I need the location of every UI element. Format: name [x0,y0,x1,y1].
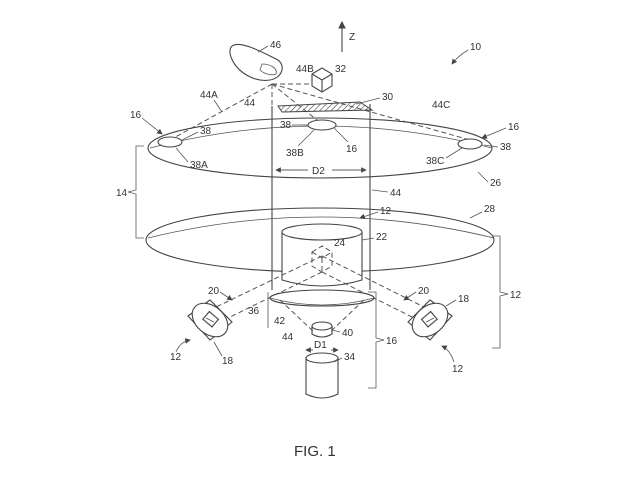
label-16-right: 16 [508,122,520,133]
label-12-right: 12 [510,290,522,301]
label-20-right: 20 [418,286,430,297]
label-44-top: 44 [244,98,256,109]
label-38B: 38B [286,148,304,159]
label-44A: 44A [200,90,218,101]
leader-46 [257,45,269,53]
leader-28 [469,211,483,219]
label-D2: D2 [312,166,325,177]
label-38A: 38A [190,160,208,171]
leader-38C [445,147,463,159]
aperture-40 [311,321,333,338]
label-16-center: 16 [346,144,358,155]
leader-38-left [181,131,199,141]
leader-18-left [213,341,223,357]
reflector-18-right [407,299,453,341]
label-40: 40 [342,328,354,339]
label-42: 42 [274,316,286,327]
label-20-left: 20 [208,286,220,297]
leader-16-center [333,127,349,143]
label-38-right: 38 [500,142,512,153]
label-16-left: 16 [130,110,142,121]
label-46: 46 [270,40,282,51]
light-path-44 [271,83,323,125]
arrow-20-right [403,291,417,301]
dimension-D2-gap [308,163,332,176]
sensor-38-left [157,136,183,148]
leader-34 [333,357,343,363]
leader-22 [361,237,375,241]
label-12-left: 12 [170,352,182,363]
light-path-44C [271,83,471,141]
label-32: 32 [335,64,347,75]
sensor-38-center [307,119,337,131]
arrow-20-left [219,291,233,301]
label-38-center: 38 [280,120,292,131]
fingernail [259,63,277,76]
camera-34 [305,352,339,399]
real-object-24 [311,245,333,273]
label-30: 30 [382,92,394,103]
label-16-low: 16 [386,336,398,347]
label-44-low: 44 [282,332,294,343]
leader-38A [175,147,189,163]
leader-38B [297,129,315,147]
bracket-12-right [492,235,509,349]
label-36: 36 [248,306,260,317]
arrow-16-right [481,127,507,139]
label-28: 28 [484,204,496,215]
leader-38-right [483,144,499,148]
leader-18-right-top [445,299,457,307]
leader-40 [331,329,341,333]
beam-right-lower [321,271,419,321]
leader-44-mid [371,189,389,193]
reflector-18-left [187,299,233,341]
label-22: 22 [376,232,388,243]
label-18-right-top: 18 [458,294,470,305]
arrow-12-bottom-right [441,345,455,363]
label-12-top: 12 [380,206,392,217]
leader-44A [213,99,223,113]
label-D1: D1 [314,340,327,351]
display-cylinder-22 [281,223,363,287]
leader-26 [477,171,489,183]
arrow-12-left [175,338,191,353]
label-18-left: 18 [222,356,234,367]
lower-lens-28-rim [147,216,495,239]
sensor-38-right [457,138,483,150]
image-plane-30 [277,101,374,113]
light-path-44A [169,83,273,141]
bracket-16-low [368,291,385,389]
bracket-14 [127,145,144,239]
label-44C: 44C [432,100,450,111]
dimension-D1-gap [313,340,331,352]
arrow-12-top [359,211,379,220]
lens-42 [269,289,375,307]
label-10: 10 [470,42,482,53]
label-12-bottom-right: 12 [452,364,464,375]
label-38-left: 38 [200,126,212,137]
arrow-16-left [141,117,163,135]
label-44B: 44B [296,64,314,75]
label-24: 24 [334,238,346,249]
beam-left-lower [223,271,323,321]
label-44-mid: 44 [390,188,402,199]
figure-caption: FIG. 1 [294,443,336,460]
arrow-10 [451,49,469,65]
z-axis-label: Z [349,32,355,43]
finger-46 [229,43,283,81]
label-26: 26 [490,178,502,189]
label-14: 14 [116,188,128,199]
label-38C: 38C [426,156,444,167]
virtual-cube-32 [311,67,333,93]
label-34: 34 [344,352,356,363]
leader-30 [355,97,381,105]
